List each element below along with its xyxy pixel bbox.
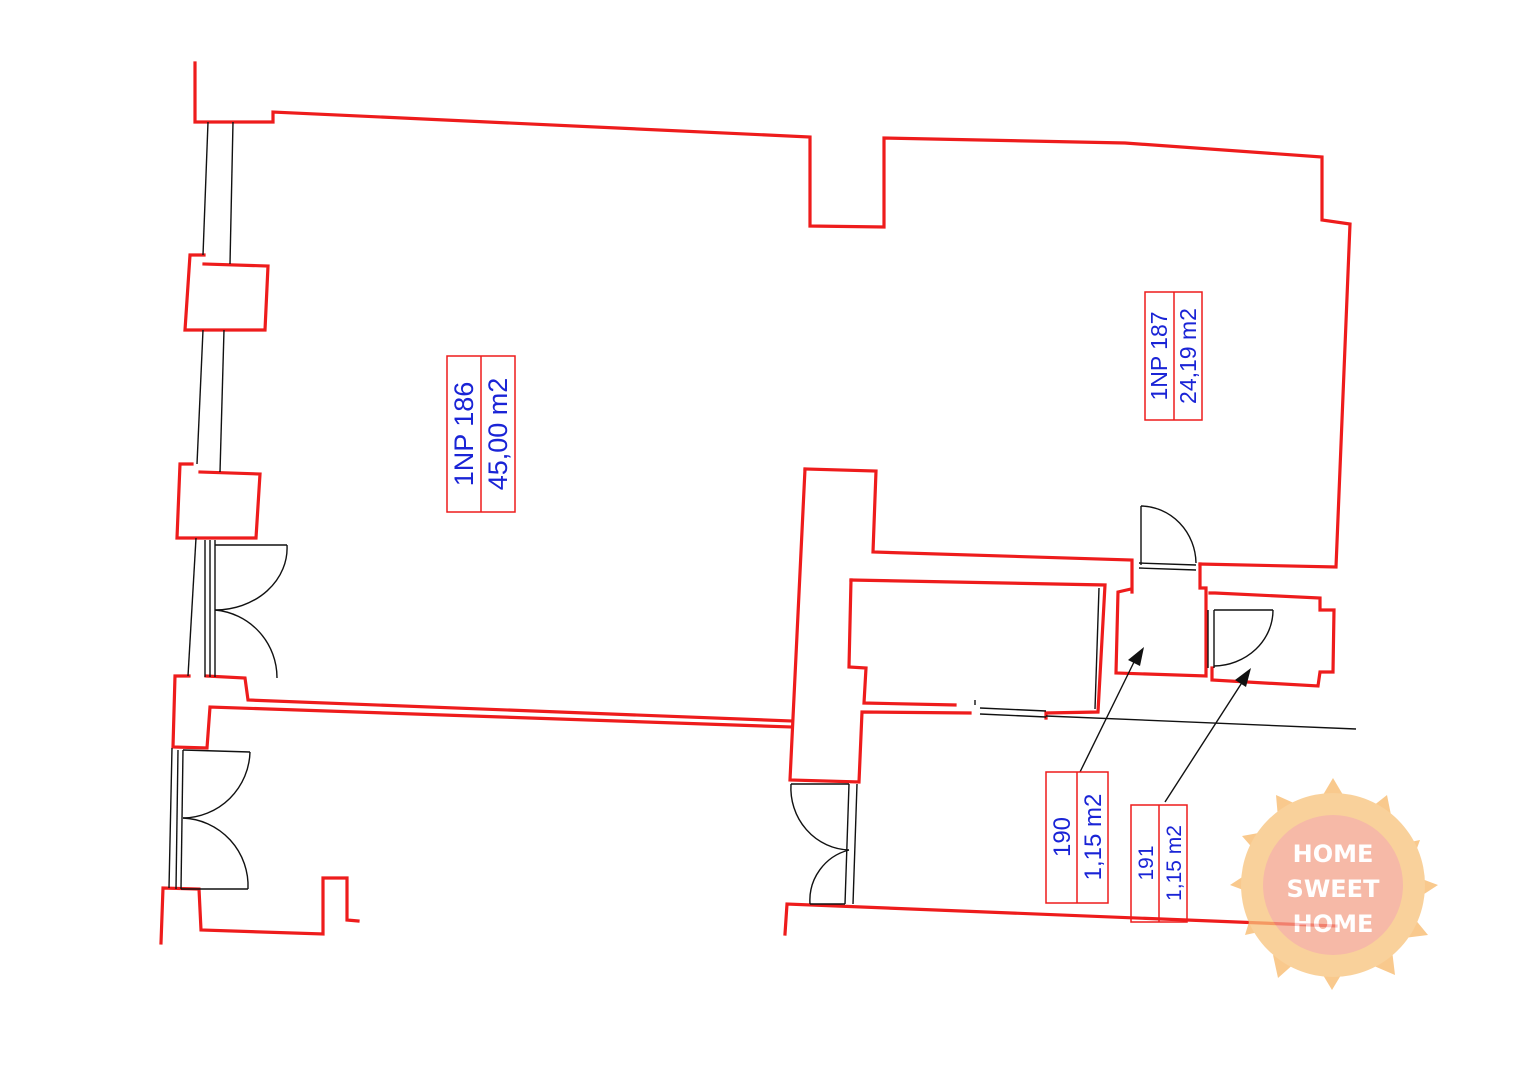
room-187-area: 24,19 m2 xyxy=(1175,308,1201,404)
room-191-id: 191 xyxy=(1135,845,1158,880)
watermark-line-2: SWEET xyxy=(1287,875,1381,903)
wall-storage-inner xyxy=(847,578,957,707)
wall-west-pillar-1 xyxy=(183,253,270,332)
room-186-id: 1NP 186 xyxy=(449,382,479,487)
wall-west-pillar-2 xyxy=(175,462,262,540)
room-label-190: 190 1,15 m2 xyxy=(1045,771,1109,904)
arrow-head-190 xyxy=(1128,647,1144,666)
room-label-187: 1NP 187 24,19 m2 xyxy=(1144,291,1203,421)
wall-room-190 xyxy=(1114,562,1208,678)
pointer-arrows xyxy=(1079,647,1251,803)
wall-room-191 xyxy=(1208,591,1336,688)
wall-pillar-central xyxy=(803,467,1134,594)
room-190-area: 1,15 m2 xyxy=(1080,794,1107,881)
walls xyxy=(159,61,1352,945)
wall-west-lower xyxy=(171,674,794,750)
wall-corridor-north xyxy=(204,674,794,723)
room-186-area: 45,00 m2 xyxy=(483,378,513,491)
room-label-191: 191 1,15 m2 xyxy=(1130,804,1188,923)
wall-pillar-central-body xyxy=(788,467,972,784)
home-sweet-home-watermark: HOME SWEET HOME xyxy=(1230,778,1438,990)
wall-storage-room xyxy=(849,578,1107,720)
room-191-area: 1,15 m2 xyxy=(1163,825,1186,901)
watermark-line-3: HOME xyxy=(1293,910,1374,938)
room-label-186: 1NP 186 45,00 m2 xyxy=(446,355,516,513)
wall-south xyxy=(783,902,1338,936)
watermark-line-1: HOME xyxy=(1293,840,1374,868)
wall-north-room-186 xyxy=(193,61,1352,569)
room-190-id: 190 xyxy=(1049,817,1076,857)
wall-southwest xyxy=(159,876,360,945)
openings xyxy=(168,121,1357,905)
arrow-head-191 xyxy=(1235,668,1251,687)
room-187-id: 1NP 187 xyxy=(1146,311,1172,400)
